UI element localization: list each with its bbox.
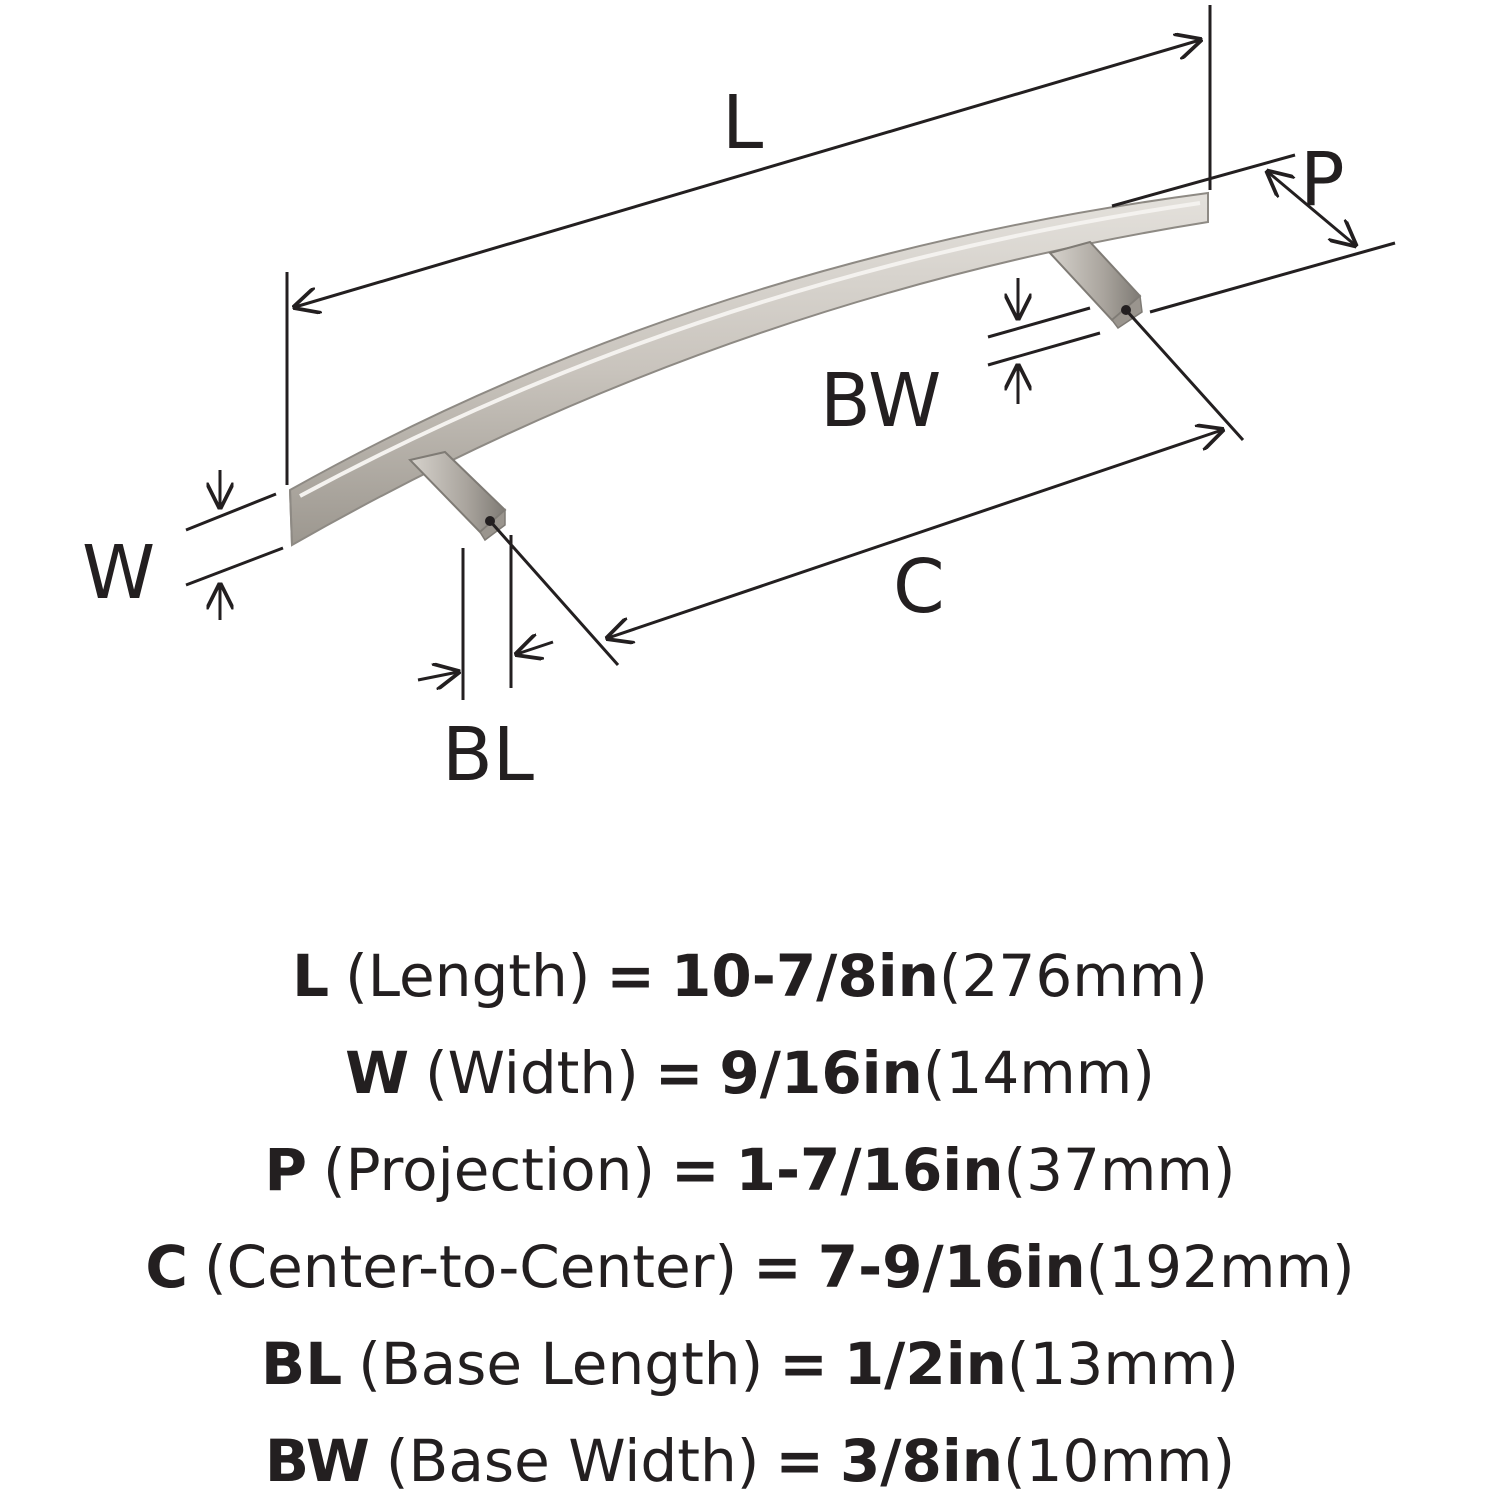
- projection-dimension: P: [1111, 137, 1396, 314]
- spec-projection: P(Projection)=1-7/16in(37mm): [0, 1122, 1500, 1219]
- spec-equals: =: [753, 1233, 802, 1301]
- spec-millimeters: (192mm): [1085, 1233, 1355, 1301]
- spec-millimeters: (276mm): [938, 942, 1208, 1010]
- center-to-center-dimension: C: [488, 308, 1245, 666]
- length-label: L: [722, 80, 763, 166]
- projection-label: P: [1300, 137, 1345, 223]
- base-width-dimension: BW: [820, 278, 1101, 444]
- spec-equals: =: [671, 1136, 720, 1204]
- spec-inches: 10-7/8in: [671, 942, 939, 1010]
- left-post: [408, 450, 507, 542]
- spec-description: (Length): [345, 942, 591, 1010]
- spec-inches: 9/16in: [719, 1039, 923, 1107]
- spec-millimeters: (14mm): [922, 1039, 1155, 1107]
- length-dimension: L: [285, 5, 1212, 485]
- spec-inches: 7-9/16in: [817, 1233, 1086, 1301]
- spec-base-length: BL(Base Length)=1/2in(13mm): [0, 1316, 1500, 1413]
- spec-code: C: [145, 1233, 188, 1301]
- spec-base-width: BW(Base Width)=3/8in(10mm): [0, 1413, 1500, 1510]
- spec-equals: =: [779, 1330, 828, 1398]
- spec-equals: =: [654, 1039, 704, 1107]
- base-length-label: BL: [442, 712, 534, 798]
- spec-description: (Width): [425, 1039, 639, 1107]
- handle-bar: [288, 191, 1209, 547]
- dimension-specs: L(Length)=10-7/8in(276mm) W(Width)=9/16i…: [0, 928, 1500, 1510]
- spec-code: BL: [261, 1330, 343, 1398]
- spec-length: L(Length)=10-7/8in(276mm): [0, 928, 1500, 1025]
- spec-description: (Projection): [322, 1136, 656, 1204]
- spec-description: (Base Length): [358, 1330, 764, 1398]
- width-dimension: W: [82, 470, 284, 620]
- width-label: W: [82, 530, 155, 616]
- spec-equals: =: [775, 1427, 824, 1495]
- center-to-center-label: C: [893, 544, 945, 630]
- spec-center-to-center: C(Center-to-Center)=7-9/16in(192mm): [0, 1219, 1500, 1316]
- spec-millimeters: (13mm): [1006, 1330, 1239, 1398]
- spec-code: BW: [264, 1427, 370, 1495]
- spec-equals: =: [606, 942, 656, 1010]
- spec-description: (Center-to-Center): [204, 1233, 738, 1301]
- spec-code: P: [264, 1136, 307, 1204]
- spec-inches: 3/8in: [839, 1427, 1004, 1495]
- base-width-label: BW: [820, 358, 941, 444]
- spec-millimeters: (37mm): [1003, 1136, 1236, 1204]
- spec-inches: 1/2in: [843, 1330, 1007, 1398]
- spec-width: W(Width)=9/16in(14mm): [0, 1025, 1500, 1122]
- spec-code: W: [345, 1039, 410, 1107]
- base-length-dimension: BL: [417, 535, 554, 798]
- spec-inches: 1-7/16in: [735, 1136, 1004, 1204]
- spec-description: (Base Width): [385, 1427, 760, 1495]
- spec-code: L: [292, 942, 330, 1010]
- spec-millimeters: (10mm): [1003, 1427, 1236, 1495]
- handle-dimension-diagram: L P BW W C BL: [82, 5, 1396, 798]
